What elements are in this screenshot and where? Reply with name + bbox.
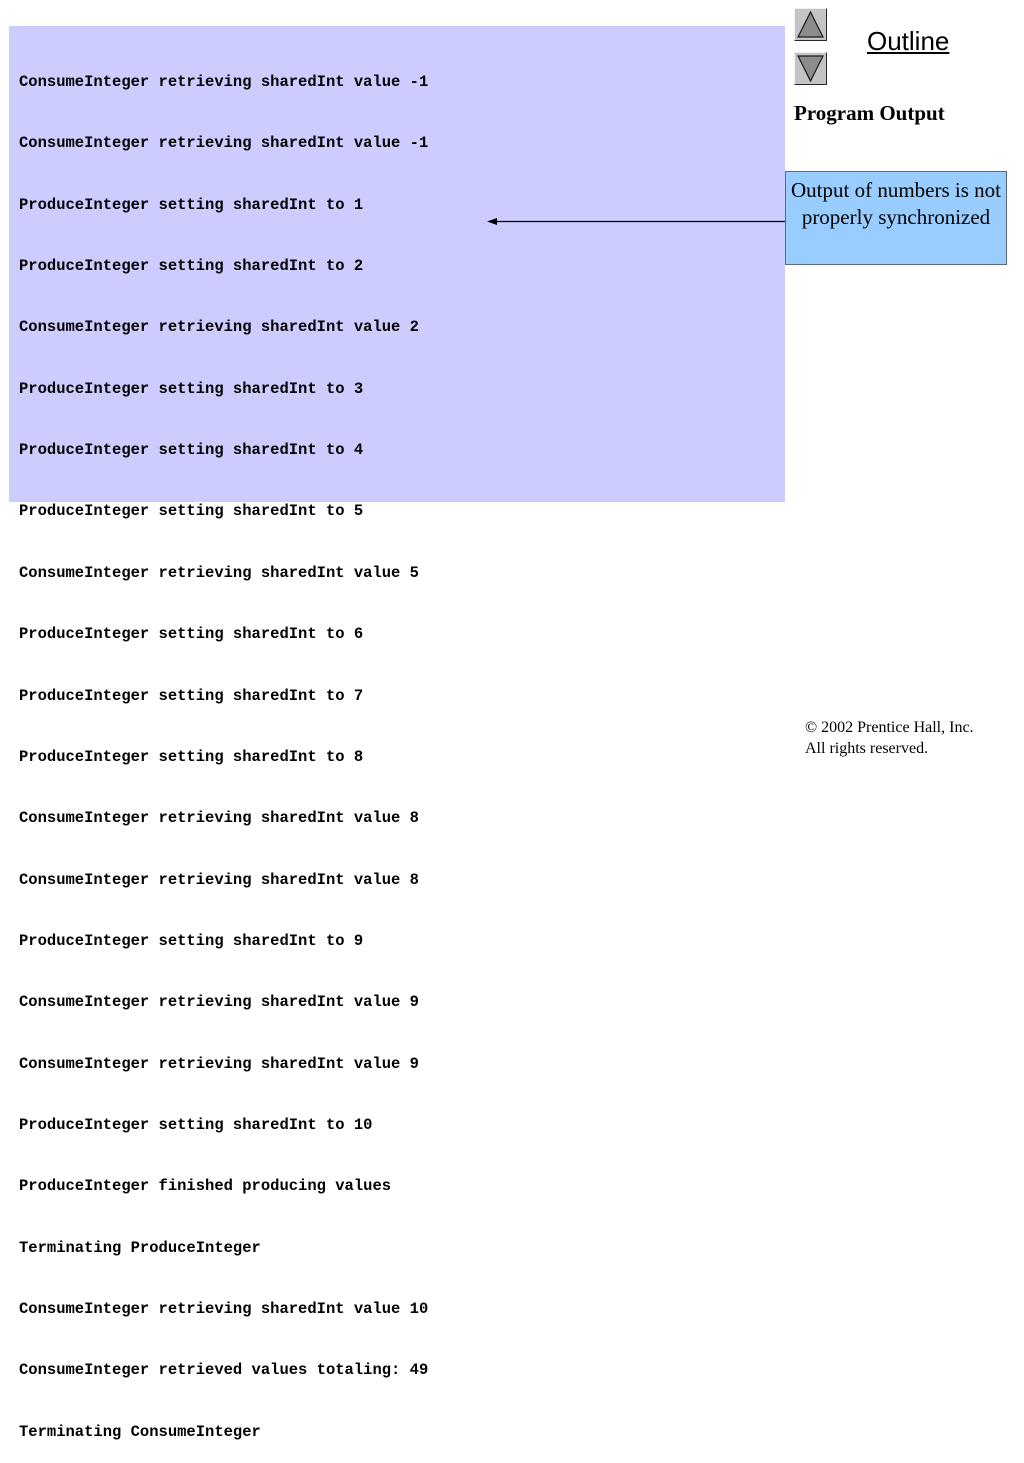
copyright-line-2: All rights reserved. xyxy=(805,740,929,757)
triangle-up-icon xyxy=(797,10,824,38)
output-line: ProduceInteger setting sharedInt to 7 xyxy=(19,686,364,705)
output-line: ConsumeInteger retrieving sharedInt valu… xyxy=(19,1300,429,1319)
output-line: ProduceInteger setting sharedInt to 10 xyxy=(19,1116,373,1135)
callout-arrow xyxy=(487,218,785,225)
output-line: ProduceInteger finished producing values xyxy=(19,1177,392,1196)
callout-box: Output of numbers is not properly synchr… xyxy=(785,171,1007,265)
callout-text: Output of numbers is not properly synchr… xyxy=(791,178,1001,229)
outline-link[interactable]: Outline xyxy=(867,26,950,56)
output-line: ProduceInteger setting sharedInt to 4 xyxy=(19,441,364,460)
output-line: ProduceInteger setting sharedInt to 1 xyxy=(19,195,364,214)
copyright-line-1: © 2002 Prentice Hall, Inc. xyxy=(805,719,974,736)
output-line: Terminating ConsumeInteger xyxy=(19,1422,261,1441)
copyright-notice: © 2002 Prentice Hall, Inc. All rights re… xyxy=(805,717,974,759)
output-line: ConsumeInteger retrieving sharedInt valu… xyxy=(19,134,429,153)
program-output-heading: Program Output xyxy=(794,101,945,125)
output-line: ConsumeInteger retrieving sharedInt valu… xyxy=(19,809,419,828)
previous-slide-button[interactable] xyxy=(794,8,827,41)
output-line: ProduceInteger setting sharedInt to 9 xyxy=(19,931,364,950)
next-slide-button[interactable] xyxy=(794,52,827,85)
output-line: ProduceInteger setting sharedInt to 5 xyxy=(19,502,364,521)
output-line: ConsumeInteger retrieving sharedInt valu… xyxy=(19,318,419,337)
output-line: ProduceInteger setting sharedInt to 2 xyxy=(19,256,364,275)
output-line: ProduceInteger setting sharedInt to 8 xyxy=(19,747,364,766)
output-line: ConsumeInteger retrieving sharedInt valu… xyxy=(19,72,429,91)
program-output-panel xyxy=(9,26,785,502)
triangle-down-icon xyxy=(797,55,824,83)
output-line: ConsumeInteger retrieving sharedInt valu… xyxy=(19,563,419,582)
output-line: ConsumeInteger retrieving sharedInt valu… xyxy=(19,870,419,889)
output-line: ProduceInteger setting sharedInt to 3 xyxy=(19,379,364,398)
output-line: ConsumeInteger retrieved values totaling… xyxy=(19,1361,429,1380)
output-line: ConsumeInteger retrieving sharedInt valu… xyxy=(19,1054,419,1073)
output-line: Terminating ProduceInteger xyxy=(19,1238,261,1257)
output-line: ProduceInteger setting sharedInt to 6 xyxy=(19,625,364,644)
output-line: ConsumeInteger retrieving sharedInt valu… xyxy=(19,993,419,1012)
